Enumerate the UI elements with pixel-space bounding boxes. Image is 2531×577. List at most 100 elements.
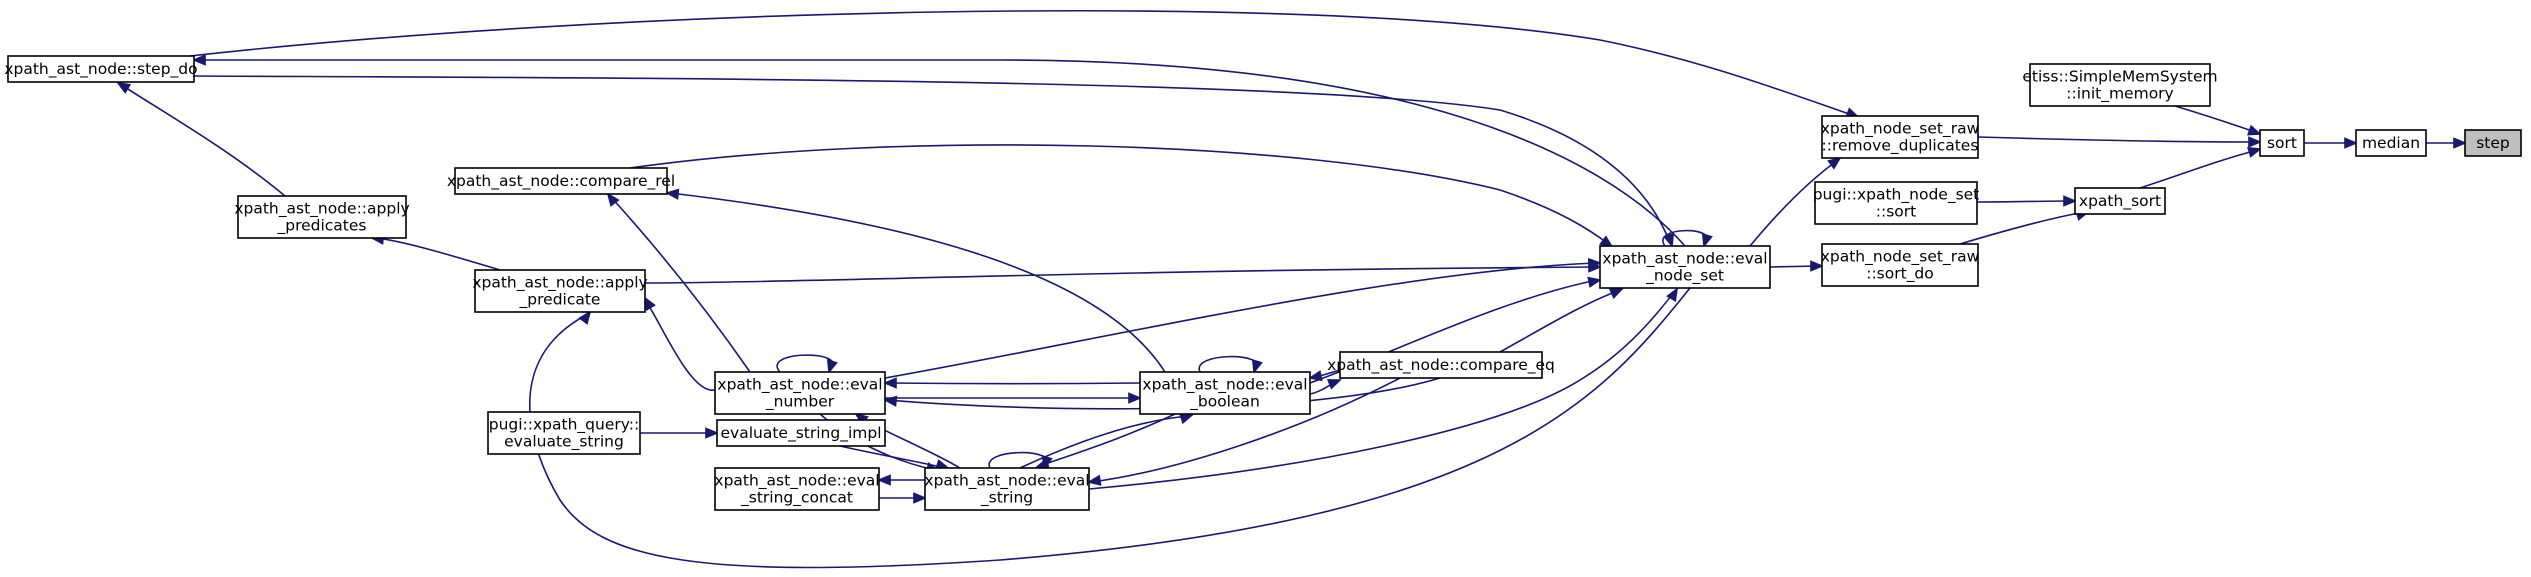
edge-arrowhead xyxy=(664,188,680,200)
edge-eval-number-to-eval-node-set xyxy=(884,257,1603,379)
edge-arrowhead xyxy=(1251,359,1263,375)
edge-eval-boolean-to-eval-boolean xyxy=(1198,355,1263,375)
node-label: _boolean xyxy=(1189,393,1260,412)
edge-arrowhead xyxy=(1827,156,1842,170)
edge-arrowhead xyxy=(876,474,891,486)
edge-arrowhead xyxy=(1701,233,1713,249)
edge-line xyxy=(2139,149,2259,189)
edge-arrowhead xyxy=(191,54,206,66)
edge-compare-eq-to-eval-boolean xyxy=(1307,369,1341,382)
node-eval-number[interactable]: xpath_ast_node::eval_number xyxy=(714,371,886,415)
edge-compare-eq-to-eval-node-set xyxy=(1499,288,1624,353)
node-label: ::init_memory xyxy=(2066,85,2173,104)
edge-line xyxy=(1039,413,1176,467)
node-box xyxy=(1139,371,1311,415)
edge-line xyxy=(644,299,716,391)
node-eval-boolean[interactable]: xpath_ast_node::eval_boolean xyxy=(1139,371,1311,415)
node-sort-do[interactable]: xpath_node_set_raw::sort_do xyxy=(1821,243,1980,287)
edge-arrowhead xyxy=(2453,137,2468,149)
node-box xyxy=(2259,129,2305,157)
edge-line xyxy=(189,9,1856,117)
edge-arrowhead xyxy=(1663,233,1675,249)
node-xpath-sort[interactable]: xpath_sort xyxy=(2074,187,2166,215)
node-evaluate-string[interactable]: pugi::xpath_query::evaluate_string xyxy=(487,411,641,455)
edge-pugi-sort-to-xpath-sort xyxy=(1976,195,2078,207)
node-label: xpath_ast_node::eval xyxy=(1142,376,1307,395)
edge-eval-node-set-to-sort-do xyxy=(1769,260,1825,272)
edge-remove-duplicates-to-sort xyxy=(1977,136,2263,148)
edges-layer xyxy=(116,9,2468,569)
edge-eval-node-set-to-step-do xyxy=(191,54,1686,247)
node-remove-duplicates[interactable]: xpath_node_set_raw::remove_duplicates xyxy=(1821,115,1980,159)
node-label: etiss::SimpleMemSystem xyxy=(2022,68,2217,86)
edge-line xyxy=(528,287,1691,569)
node-label: evaluate_string_impl xyxy=(721,424,882,443)
edge-arrowhead xyxy=(1810,260,1825,272)
edge-arrowhead xyxy=(913,492,928,504)
edge-arrowhead xyxy=(1666,287,1679,303)
node-init-memory[interactable]: etiss::SimpleMemSystem::init_memory xyxy=(2022,63,2218,107)
node-step[interactable]: step xyxy=(2464,129,2522,157)
node-box xyxy=(1821,115,1979,159)
node-box xyxy=(716,419,886,447)
node-box xyxy=(2355,129,2427,157)
edge-step-do-to-remove-duplicates xyxy=(189,9,1860,119)
edge-line xyxy=(1198,355,1258,373)
node-label: xpath_ast_node::eval xyxy=(714,472,879,491)
node-box xyxy=(924,467,1090,511)
edge-arrowhead xyxy=(2063,195,2078,207)
node-apply-predicates[interactable]: xpath_ast_node::apply_predicates xyxy=(234,195,410,239)
node-box xyxy=(487,411,641,455)
node-label: _node_set xyxy=(1645,267,1724,286)
node-eval-node-set[interactable]: xpath_ast_node::eval_node_set xyxy=(1599,245,1771,289)
edge-eval-node-set-to-apply-predicate xyxy=(528,287,1691,569)
edge-line xyxy=(197,59,1686,247)
node-label: xpath_ast_node::compare_rel xyxy=(447,172,675,191)
node-apply-predicate[interactable]: xpath_ast_node::apply_predicate xyxy=(472,269,648,313)
node-label: _predicate xyxy=(519,291,601,310)
edge-eval-string-to-eval-string-concat xyxy=(876,474,925,486)
node-median[interactable]: median xyxy=(2355,129,2427,157)
edge-compare-rel-to-eval-node-set xyxy=(629,144,1614,249)
node-label: xpath_ast_node::compare_eq xyxy=(1327,356,1555,375)
edge-eval-number-to-eval-boolean xyxy=(885,392,1143,404)
node-sort[interactable]: sort xyxy=(2259,129,2305,157)
edge-arrowhead xyxy=(2246,124,2262,136)
node-label: xpath_ast_node::apply xyxy=(234,200,409,219)
node-box xyxy=(2464,129,2522,157)
node-pugi-sort[interactable]: pugi::xpath_node_set::sort xyxy=(1813,181,1980,225)
node-label: xpath_node_set_raw xyxy=(1821,120,1980,139)
edge-line xyxy=(119,83,286,197)
node-label: step xyxy=(2476,134,2510,152)
node-box xyxy=(2074,187,2166,215)
edge-arrowhead xyxy=(826,359,838,375)
node-box xyxy=(714,467,880,511)
edge-eval-node-set-to-eval-node-set xyxy=(1662,229,1713,249)
node-step-do[interactable]: xpath_ast_node::step_do xyxy=(4,55,198,83)
node-compare-rel[interactable]: xpath_ast_node::compare_rel xyxy=(447,167,675,195)
node-box xyxy=(1821,243,1979,287)
edge-arrowhead xyxy=(606,192,620,207)
edge-step-do-to-eval-node-set xyxy=(193,75,1675,249)
edge-eval-node-set-to-remove-duplicates xyxy=(1749,156,1842,247)
edge-init-memory-to-sort xyxy=(2174,105,2262,136)
edge-arrowhead xyxy=(705,427,720,439)
node-eval-string-concat[interactable]: xpath_ast_node::eval_string_concat xyxy=(714,467,880,511)
node-box xyxy=(237,195,407,239)
node-label: ::remove_duplicates xyxy=(1822,137,1979,156)
edge-line xyxy=(609,195,751,373)
edge-line xyxy=(776,354,834,373)
node-compare-eq[interactable]: xpath_ast_node::compare_eq xyxy=(1327,351,1555,379)
edge-eval-string-concat-to-eval-string xyxy=(879,492,928,504)
node-evaluate-string-impl[interactable]: evaluate_string_impl xyxy=(716,419,886,447)
node-label: xpath_ast_node::eval xyxy=(1602,250,1767,269)
edge-arrowhead xyxy=(1179,413,1195,425)
edge-sort-do-to-xpath-sort xyxy=(1959,209,2091,245)
edge-arrowhead xyxy=(578,310,592,325)
edge-eval-number-to-compare-rel xyxy=(606,192,751,373)
edge-arrowhead xyxy=(1307,370,1323,382)
node-eval-string[interactable]: xpath_ast_node::eval_string xyxy=(924,467,1090,511)
node-label: _string xyxy=(980,489,1033,508)
node-label: _number xyxy=(765,393,835,412)
node-box xyxy=(1599,245,1771,289)
